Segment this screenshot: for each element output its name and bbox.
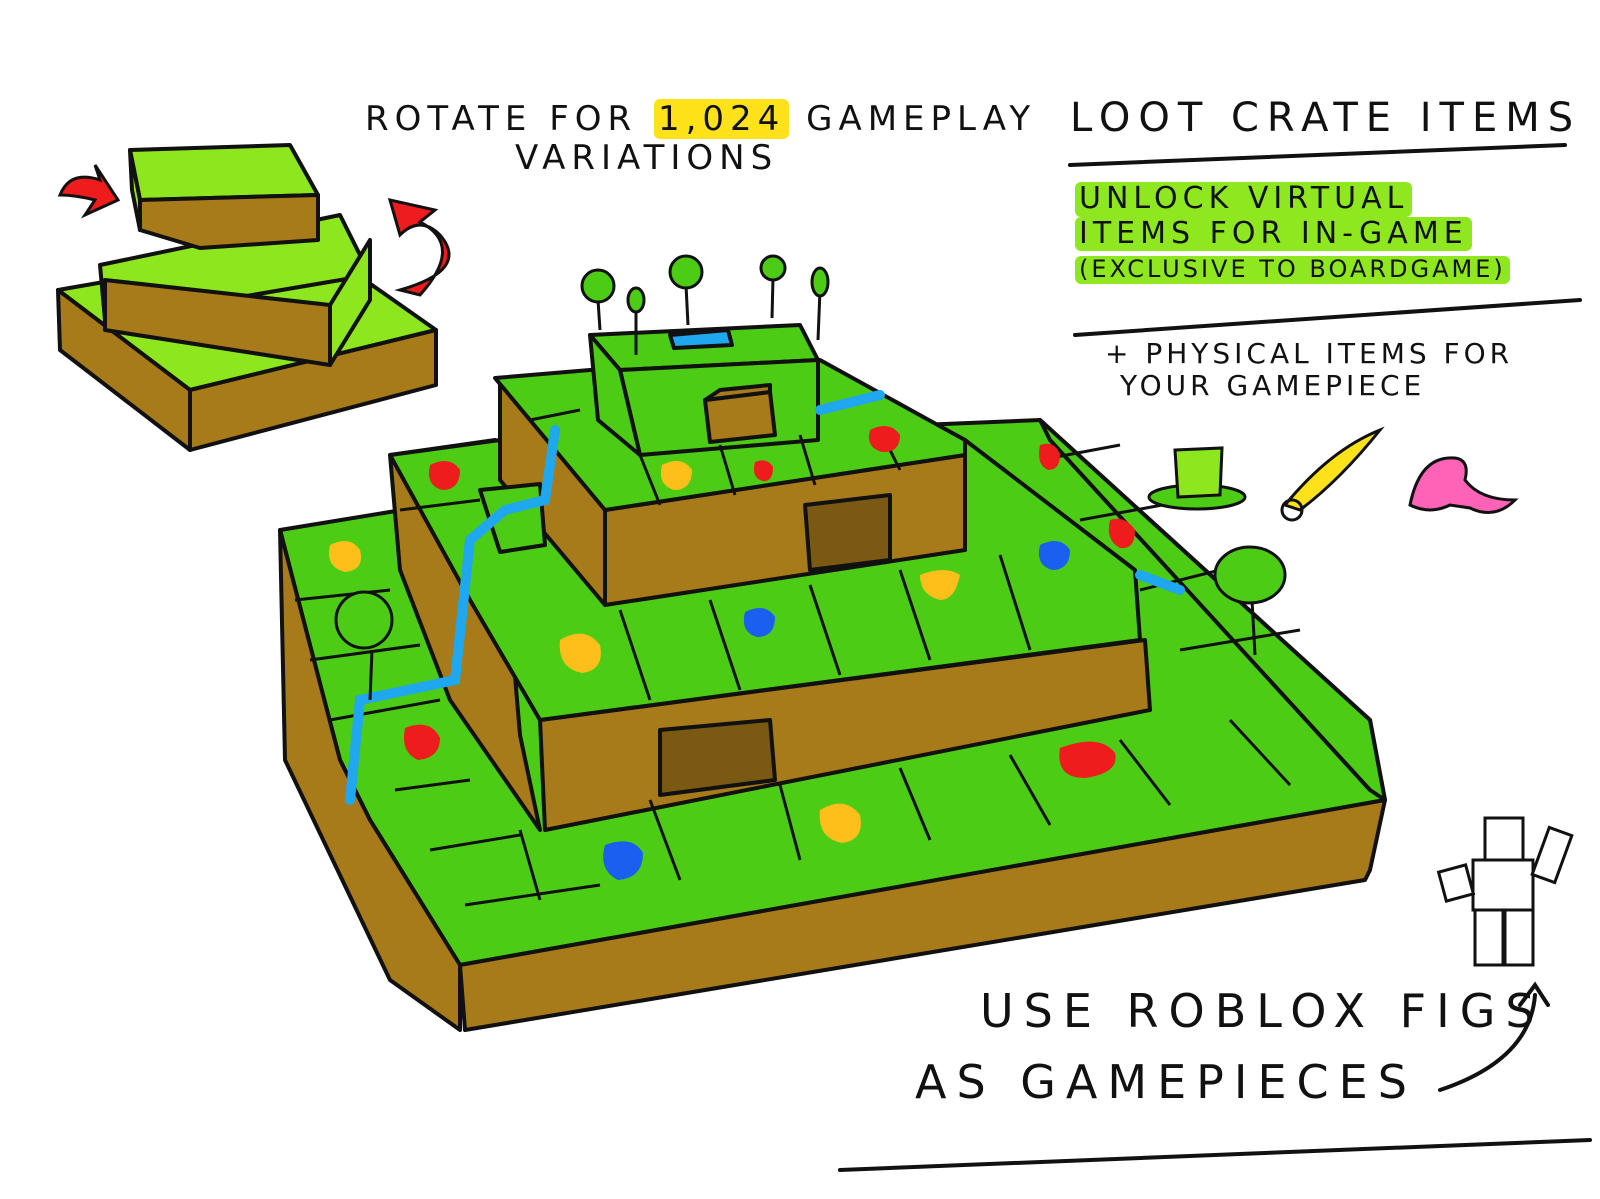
top-hat-icon <box>1147 446 1247 511</box>
colored-spaces <box>329 426 1135 880</box>
rotating-stack-sketch <box>56 143 438 452</box>
trees <box>334 254 1287 701</box>
rotate-note: ROTATE FOR 1,024 GAMEPLAY VARIATIONS <box>365 99 1037 179</box>
virtual-line-3: (EXCLUSIVE TO BOARDGAME) <box>1075 255 1510 284</box>
figs-note: USE ROBLOX FIGS AS GAMEPIECES <box>915 985 1545 1109</box>
figs-note-line2: AS GAMEPIECES <box>915 1054 1417 1109</box>
virtual-line-1: UNLOCK VIRTUAL <box>1075 181 1413 217</box>
mustache-icon <box>1408 456 1519 514</box>
feather-icon <box>1280 426 1385 522</box>
loot-physical-block: + PHYSICAL ITEMS FOR YOUR GAMEPIECE <box>1105 337 1514 403</box>
rotate-arrows <box>57 164 451 297</box>
loot-heading-underline <box>1068 143 1567 167</box>
rotate-note-suffix: GAMEPLAY <box>806 99 1037 139</box>
virtual-underline <box>1073 298 1582 337</box>
virtual-line-2: ITEMS FOR IN-GAME <box>1075 216 1472 251</box>
curved-arrow <box>1438 993 1537 1092</box>
river <box>345 390 1185 805</box>
roblox-figure <box>1436 816 1574 967</box>
figs-note-underline <box>838 1138 1592 1172</box>
physical-line-1: + PHYSICAL ITEMS FOR <box>1105 337 1514 370</box>
loot-virtual-block: UNLOCK VIRTUAL ITEMS FOR IN-GAME (EXCLUS… <box>1075 181 1510 286</box>
figs-note-line1: USE ROBLOX FIGS <box>980 984 1545 1038</box>
physical-line-2: YOUR GAMEPIECE <box>1120 369 1426 403</box>
rotate-note-prefix: ROTATE FOR <box>365 99 638 139</box>
variation-count: 1,024 <box>653 99 790 139</box>
loot-heading: LOOT CRATE ITEMS <box>1070 95 1582 141</box>
rotate-note-line2: VARIATIONS <box>515 138 779 179</box>
